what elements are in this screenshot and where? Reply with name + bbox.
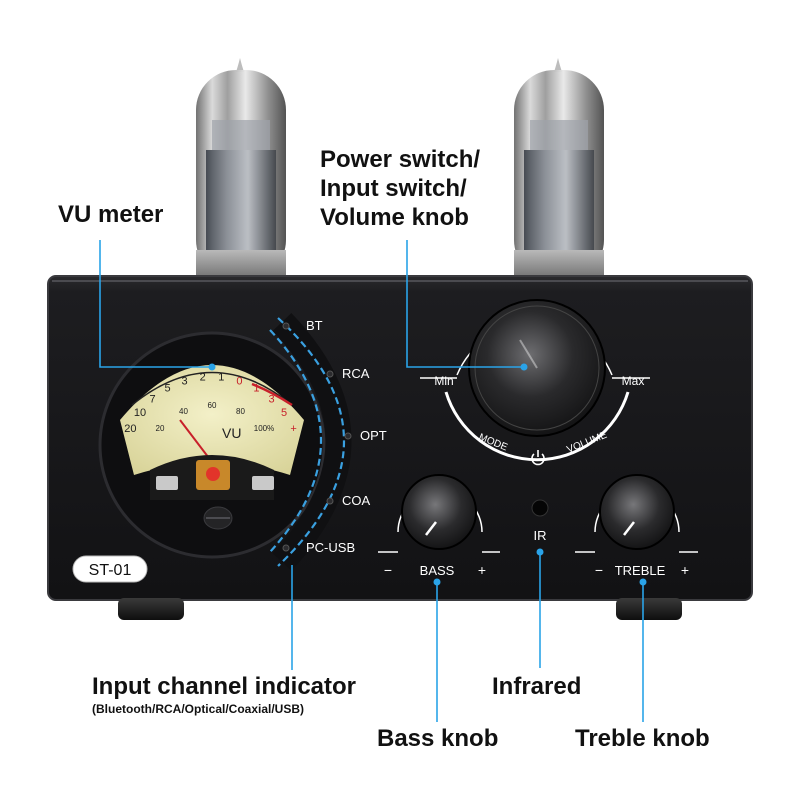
power-switch-callout-line [406,240,524,368]
vu-scale-bottom-label: 40 [179,407,188,416]
indicator-led [282,544,290,552]
indicator-label-opt: OPT [360,428,387,443]
vu-meter [98,331,326,559]
volume-max-label: Max [622,374,645,388]
bass-minus-label: − [384,562,392,578]
vu-scale-bottom-labels: 20 40 60 80 100% [156,401,275,433]
treble-minus-label: − [595,562,603,578]
bass-plus-label: + [478,562,486,578]
vu-scale-bottom-label: 100% [254,424,274,433]
indicator-label-pc-usb: PC-USB [306,540,355,555]
treble-knob[interactable] [599,474,675,550]
input-channel-indicator-callout: Input channel indicator [92,673,357,700]
indicator-label-bt: BT [306,318,323,333]
callout-lines [99,240,647,722]
input-indicator-arc [269,313,352,571]
volume-min-label: Min [434,374,453,388]
vu-label: VU [222,425,241,441]
indicator-label-rca: RCA [342,366,370,381]
indicator-led [344,432,352,440]
indicator-led [282,322,290,330]
power-icon [531,450,545,466]
treble-knob-callout: Treble knob [575,725,710,752]
vu-scale-top-label: 10 [134,407,146,419]
vu-scale-top-label: 3 [182,375,188,387]
treble-plus-label: + [681,562,689,578]
input-channel-indicator-subtitle: (Bluetooth/RCA/Optical/Coaxial/USB) [92,702,305,716]
vu-meter-callout-line [99,240,212,368]
infrared-callout: Infrared [492,673,582,700]
vu-scale-top-label: 1 [218,372,224,384]
bass-knob[interactable] [401,474,477,550]
ir-sensor: IR [531,499,549,543]
power-switch-callout-line-1: Power switch/ [320,146,481,173]
right-vacuum-tube [514,42,604,280]
vu-scale-top-label: 0 [236,375,242,387]
indicator-led [326,370,334,378]
vu-scale-top-label: 20 [124,423,136,435]
vu-meter-callout: VU meter [58,201,164,228]
power-switch-callout-line-2: Input switch/ [320,175,467,202]
vu-scale-top-label: 3 [268,394,274,406]
left-vacuum-tube [196,42,286,280]
indicator-label-coa: COA [342,493,371,508]
power-switch-callout: Power switch/ Input switch/ Volume knob [320,145,480,232]
model-badge: ST-01 [72,555,148,583]
vu-scale-bottom-label: 20 [156,424,165,433]
bass-label: BASS [420,563,455,578]
vu-scale-bottom-label: 60 [208,401,217,410]
volume-knob[interactable] [468,299,606,437]
vu-scale-top-label: 7 [149,394,155,406]
vu-scale-top-label: 1 [253,383,259,395]
vu-scale-top-label: 5 [165,383,171,395]
power-switch-callout-line-3: Volume knob [320,204,469,231]
vu-scale-bottom-label: 80 [236,407,245,416]
treble-label: TREBLE [615,563,666,578]
chassis-feet [118,598,682,620]
vu-scale-top-label: + [290,423,296,435]
vu-scale-top-label: 5 [281,407,287,419]
bass-knob-assembly[interactable]: − BASS + [378,474,500,578]
input-indicator-list: BT RCA OPT COA PC-USB [282,318,387,555]
bass-knob-callout: Bass knob [377,725,499,752]
ir-label: IR [534,528,547,543]
indicator-led [326,497,334,505]
treble-knob-assembly[interactable]: − TREBLE + [575,474,698,578]
vu-scale-top-label: 2 [200,372,206,384]
model-badge-text: ST-01 [89,562,132,579]
